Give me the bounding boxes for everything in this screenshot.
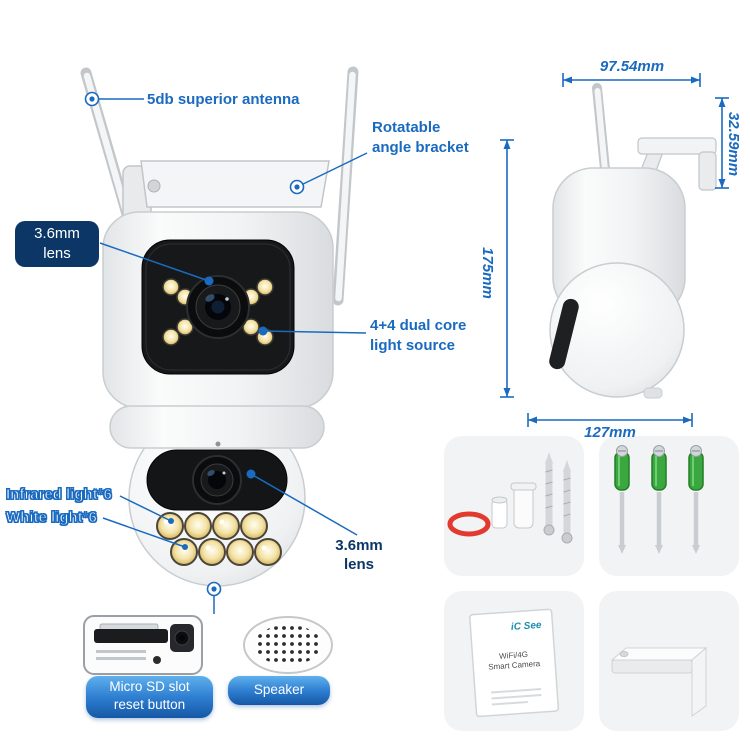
lens-bottom-line1: 3.6mm <box>335 537 383 554</box>
manual-title-line1: WiFi/4G <box>499 650 528 661</box>
dimension-lines <box>500 73 729 427</box>
side-window-edge <box>549 298 579 370</box>
sd-slot-badge: Micro SD slot reset button <box>86 676 213 718</box>
rubber-seal-icon <box>447 511 491 537</box>
dimension-top-width: 97.54mm <box>599 58 665 75</box>
light-source-callout-label: 4+4 dual core light source <box>370 316 466 356</box>
side-dome <box>549 262 685 398</box>
dimension-total-height: 175mm <box>479 247 496 299</box>
dual-core-lights-icon <box>162 278 274 346</box>
mic-hole-icon <box>215 441 221 447</box>
speaker-photo <box>243 616 333 674</box>
lower-lens-icon <box>192 455 242 505</box>
user-manual-icon: iC See WiFi/4G Smart Camera <box>469 608 560 718</box>
accessory-panel-bracket <box>599 591 739 731</box>
reset-hole-icon <box>153 656 161 664</box>
side-foot <box>643 387 663 399</box>
callout-connectors <box>84 91 368 614</box>
lens-top-callout: 3.6mm lens <box>15 221 99 267</box>
upper-lens-icon <box>186 275 250 339</box>
lens-bottom-callout: 3.6mm lens <box>330 536 388 574</box>
sd-slot-line2: reset button <box>113 697 186 712</box>
accessory-panel-screw-kit <box>444 436 584 576</box>
speaker-grill-icon <box>254 625 322 665</box>
infrared-white-lights-icon <box>156 512 282 566</box>
bracket-callout-line1: Rotatable <box>372 119 441 136</box>
antenna-callout-label: 5db superior antenna <box>147 91 300 108</box>
dimension-bracket-height: 32.59mm <box>725 111 742 177</box>
lens-top-line1: 3.6mm <box>34 225 80 242</box>
lens-bottom-line2: lens <box>343 556 374 573</box>
light-source-line2: light source <box>370 337 456 354</box>
lens-top-line2: lens <box>43 245 71 262</box>
sd-slot-line1: Micro SD slot <box>109 679 190 694</box>
collar <box>109 405 325 449</box>
camera-front-view <box>80 66 359 587</box>
infrared-callout-label: Infrared light*6 <box>5 485 112 503</box>
sd-slot-photo <box>83 615 203 675</box>
manual-title-line2: Smart Camera <box>488 659 541 672</box>
light-source-line1: 4+4 dual core <box>370 317 467 334</box>
speaker-badge: Speaker <box>228 676 330 705</box>
accessory-panel-wall-anchors <box>599 436 739 576</box>
antenna-right-icon <box>332 66 359 306</box>
manual-brand: iC See <box>511 620 543 633</box>
dimension-base-width: 127mm <box>584 424 636 441</box>
camera-side-view <box>549 83 717 399</box>
side-bracket-drop <box>698 151 717 191</box>
accessory-panel-manual: iC See WiFi/4G Smart Camera <box>444 591 584 731</box>
white-light-callout-label: White light*6 <box>5 508 97 526</box>
bracket-callout-line2: angle bracket <box>372 139 469 156</box>
bracket-callout-label: Rotatable angle bracket <box>372 118 469 158</box>
side-bracket-plate <box>637 137 717 155</box>
